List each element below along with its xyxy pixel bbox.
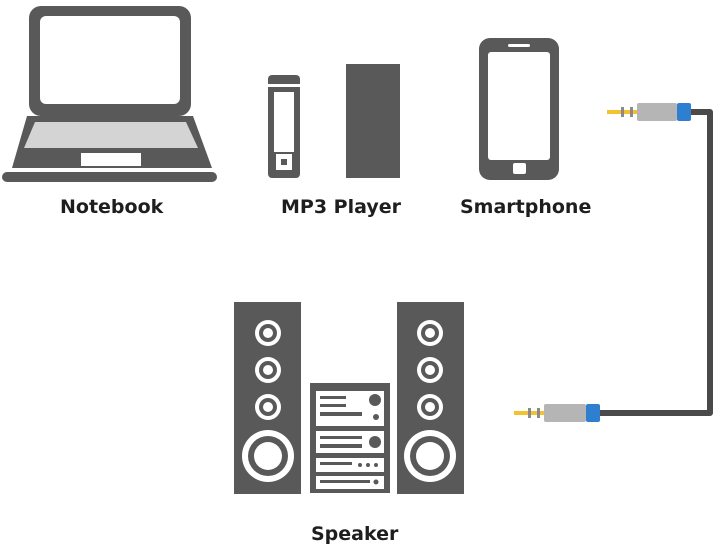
right-speaker-icon [397, 302, 464, 494]
mp3-player-icon [268, 75, 300, 178]
mp3-player-block-icon [346, 64, 400, 178]
notebook-icon [2, 6, 217, 182]
stereo-unit-icon [310, 383, 390, 493]
speaker-label: Speaker [311, 523, 399, 545]
top-aux-plug-icon [607, 103, 691, 121]
left-speaker-icon [234, 302, 301, 494]
smartphone-label: Smartphone [460, 196, 592, 218]
aux-cable [514, 103, 713, 422]
notebook-label: Notebook [60, 196, 164, 218]
mp3-player-label: MP3 Player [281, 196, 401, 218]
smartphone-icon [479, 38, 559, 180]
bottom-aux-plug-icon [514, 404, 600, 422]
